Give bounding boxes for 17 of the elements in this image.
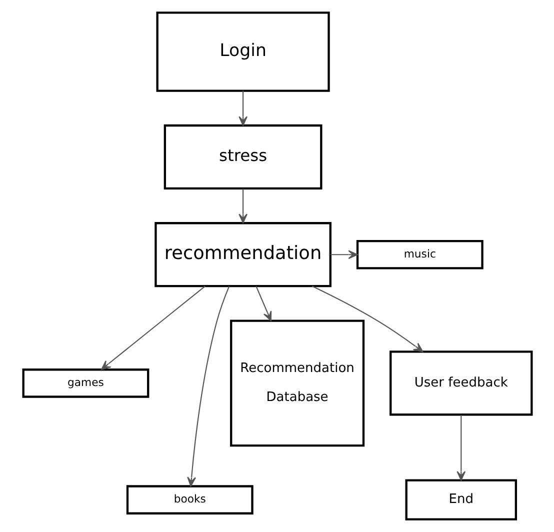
node-box: recommendation bbox=[154, 222, 331, 288]
node-box: Recommendation Database bbox=[230, 320, 364, 447]
node-box: Login bbox=[156, 12, 330, 92]
node-box: End bbox=[404, 479, 517, 520]
node-box: books bbox=[126, 485, 253, 514]
arrow bbox=[100, 286, 205, 370]
arrow bbox=[255, 286, 272, 322]
arrow bbox=[330, 250, 358, 260]
arrow bbox=[311, 286, 423, 352]
node-box: User feedback bbox=[389, 350, 532, 416]
arrow bbox=[238, 90, 247, 126]
node-box: games bbox=[22, 368, 149, 398]
node-box: stress bbox=[163, 124, 322, 190]
arrow bbox=[238, 188, 247, 224]
node-box: music bbox=[356, 240, 483, 270]
arrow bbox=[186, 286, 230, 487]
arrow bbox=[456, 414, 466, 481]
